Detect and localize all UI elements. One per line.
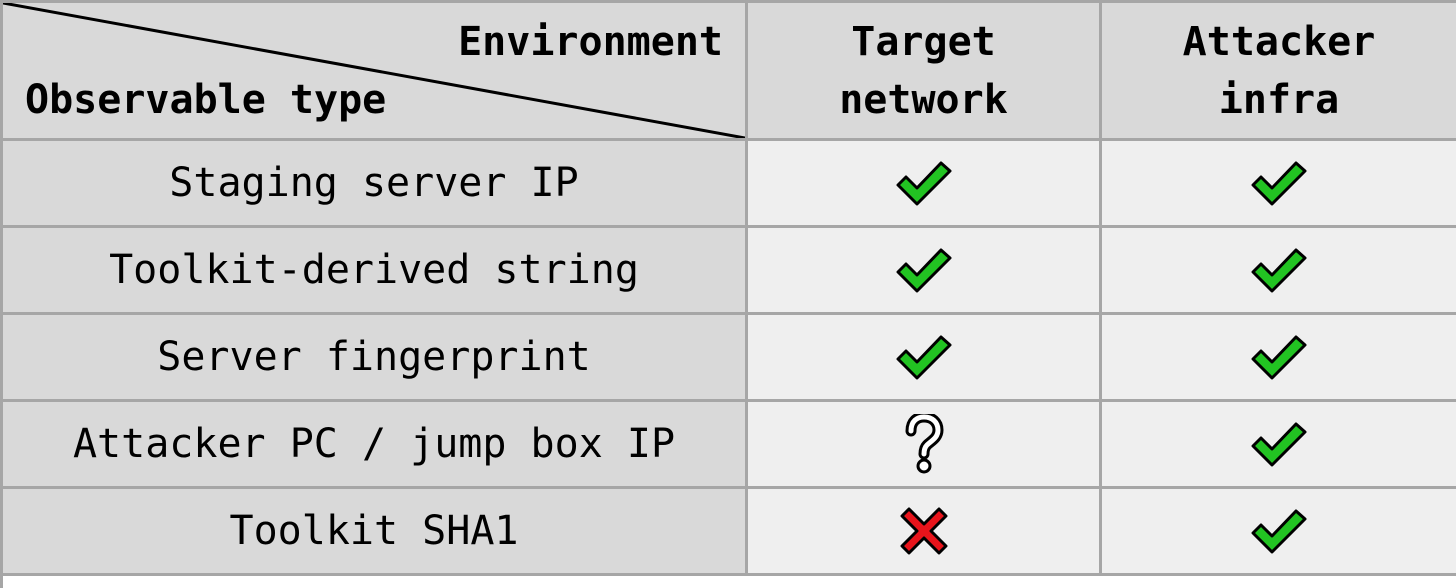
target-network-cell	[748, 141, 1102, 228]
row-label: Toolkit-derived string	[3, 228, 748, 315]
row-label: Toolkit SHA1	[3, 489, 748, 576]
column-header-line: Attacker	[1182, 18, 1376, 65]
check-icon	[1251, 509, 1307, 554]
check-icon	[896, 161, 951, 206]
target-network-cell	[748, 315, 1102, 402]
column-header-target-network: Target network	[748, 3, 1102, 141]
attacker-infra-cell	[1102, 315, 1456, 402]
cross-icon	[900, 507, 947, 555]
row-label: Staging server IP	[3, 141, 748, 228]
check-icon	[1251, 161, 1307, 206]
column-header-attacker-infra: Attacker infra	[1102, 3, 1456, 141]
column-header-line: Target	[851, 18, 996, 65]
target-network-cell	[748, 402, 1102, 489]
observable-type-header: Observable type	[25, 77, 387, 123]
attacker-infra-cell	[1102, 141, 1456, 228]
row-label: Attacker PC / jump box IP	[3, 402, 748, 489]
attacker-infra-cell	[1102, 489, 1456, 576]
target-network-cell	[748, 489, 1102, 576]
target-network-cell	[748, 228, 1102, 315]
corner-header-cell: Environment Observable type	[3, 3, 748, 141]
attacker-infra-cell	[1102, 228, 1456, 315]
check-icon	[896, 335, 951, 380]
check-icon	[1251, 335, 1307, 380]
row-label: Server fingerprint	[3, 315, 748, 402]
environment-header: Environment	[458, 19, 723, 65]
column-header-line: network	[839, 76, 1008, 123]
check-icon	[896, 248, 951, 293]
diagonal-divider	[3, 3, 745, 138]
column-header-line: infra	[1218, 76, 1340, 123]
check-icon	[1251, 422, 1307, 467]
check-icon	[1251, 248, 1307, 293]
attacker-infra-cell	[1102, 402, 1456, 489]
question-icon	[905, 414, 944, 474]
